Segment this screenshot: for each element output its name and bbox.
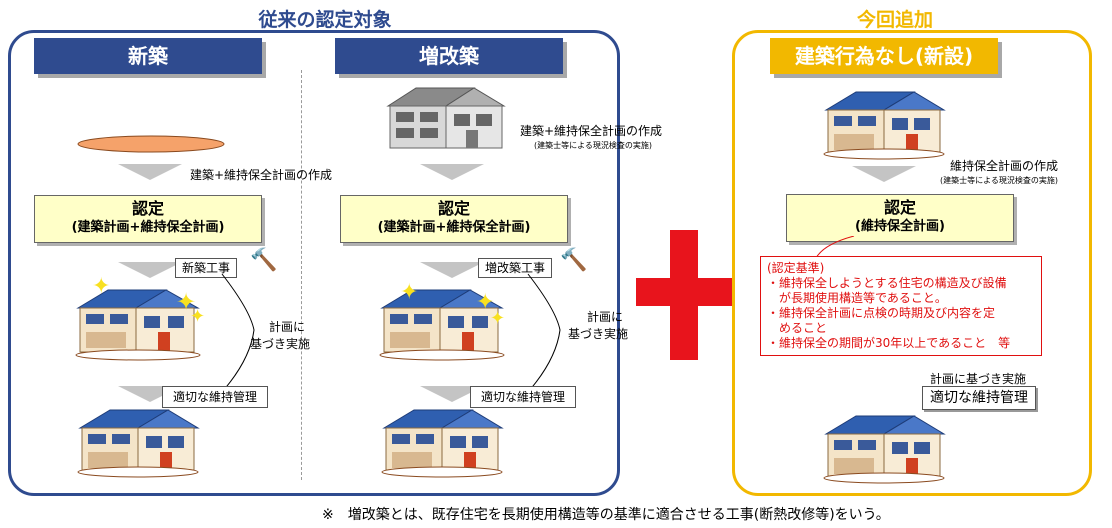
down-arrow-icon [852, 166, 916, 182]
criteria-pointer [815, 236, 855, 258]
down-arrow-icon [118, 262, 182, 278]
certification-box: 認定 (維持保全計画) [786, 194, 1014, 242]
implementation-label: 計画に 基づき実施 [568, 308, 628, 342]
plan-creation-sublabel: (建築士等による現況検査の実施) [534, 141, 653, 150]
column-divider [301, 70, 302, 480]
criteria-item: ・維持保全の期間が30年以上であること 等 [767, 336, 1011, 350]
plus-icon [636, 230, 732, 360]
plan-creation-label: 建築+維持保全計画の作成 [520, 124, 663, 138]
criteria-item: ・維持保全計画に点検の時期及び内容を定 [767, 306, 996, 320]
sparkle-icon: ✦ [490, 308, 506, 329]
house-icon-3 [823, 91, 946, 160]
house-icon-4 [77, 409, 200, 478]
down-arrow-icon [420, 262, 484, 278]
empty-lot-icon [77, 135, 225, 153]
plan-creation-sublabel: (建築士等による現況検査の実施) [940, 176, 1059, 185]
criteria-item: が長期使用構造等であること。 [767, 291, 947, 305]
hammer-icon: 🔨 [250, 248, 278, 273]
implementation-line1: 計画に [587, 310, 624, 324]
criteria-heading: (認定基準) [767, 261, 825, 275]
down-arrow-icon [420, 164, 484, 180]
hammer-icon: 🔨 [560, 248, 588, 273]
plan-creation-label: 建築+維持保全計画の作成 [190, 168, 333, 182]
old-house-icon [386, 87, 506, 149]
header-new-build: 新築 [34, 38, 262, 74]
sparkle-icon: ✦ [400, 280, 419, 305]
certification-sub: (維持保全計画) [855, 219, 945, 234]
implementation-label: 計画に 基づき実施 [250, 318, 310, 352]
conventional-title: 従来の認定対象 [258, 9, 392, 31]
footnote: ※ 増改築とは、既存住宅を長期使用構造等の基準に適合させる工事(断熱改修等)をい… [322, 507, 890, 523]
implementation-bracket [527, 273, 561, 393]
header-extension: 増改築 [335, 38, 563, 74]
down-arrow-icon [118, 164, 182, 180]
maintenance-tag: 適切な維持管理 [470, 386, 577, 408]
sparkle-icon: ✦ [92, 274, 111, 299]
header-no-construction: 建築行為なし(新設) [770, 38, 998, 74]
sparkle-icon: ✦ [476, 290, 495, 315]
house-icon-2 [379, 289, 505, 361]
certification-title: 認定 [437, 199, 470, 218]
conventional-panel [8, 30, 620, 496]
down-arrow-icon [420, 386, 484, 402]
implementation-line2: 基づき実施 [568, 327, 629, 341]
certification-sub: (建築計画+維持保全計画) [71, 220, 225, 235]
implementation-combined-label: 計画に基づき実施 [930, 372, 1027, 386]
criteria-item: めること [767, 321, 828, 335]
new-addition-title: 今回追加 [856, 9, 933, 31]
sparkle-icon: ✦ [176, 288, 197, 316]
house-icon-1 [75, 289, 201, 361]
implementation-line1: 計画に [269, 320, 306, 334]
plan-creation-label: 維持保全計画の作成 [950, 159, 1059, 173]
certification-title: 認定 [883, 198, 916, 217]
new-addition-panel [732, 30, 1092, 496]
sparkle-icon: ✦ [190, 306, 206, 327]
criteria-box: (認定基準) ・維持保全しようとする住宅の構造及び設備 が長期使用構造等であるこ… [760, 256, 1042, 356]
implementation-line2: 基づき実施 [250, 337, 311, 351]
house-icon-5 [381, 409, 504, 478]
certification-box: 認定 (建築計画+維持保全計画) [34, 195, 262, 243]
certification-title: 認定 [131, 199, 164, 218]
extension-work-tag: 増改築工事 [478, 258, 553, 278]
certification-sub: (建築計画+維持保全計画) [377, 220, 531, 235]
house-icon-6 [823, 415, 946, 484]
implementation-bracket [221, 273, 255, 393]
certification-box: 認定 (建築計画+維持保全計画) [340, 195, 568, 243]
new-build-work-tag: 新築工事 [175, 258, 238, 278]
maintenance-tag: 適切な維持管理 [162, 386, 269, 408]
maintenance-tag: 適切な維持管理 [922, 386, 1036, 410]
criteria-item: ・維持保全しようとする住宅の構造及び設備 [767, 276, 1007, 290]
